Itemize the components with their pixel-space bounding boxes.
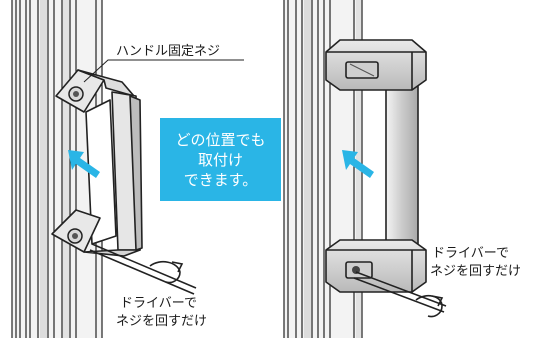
left-screw-bottom	[67, 228, 83, 244]
left-screwdriver	[89, 243, 197, 295]
right-caption-line-1: ドライバーで	[432, 246, 509, 261]
right-handle	[325, 39, 427, 293]
left-handle	[51, 69, 143, 257]
right-screwdriver	[353, 271, 447, 318]
left-screw-top	[68, 86, 84, 102]
handle-screw-callout: ハンドル固定ネジ	[116, 44, 221, 59]
badge-line-2: 取付け	[197, 151, 243, 169]
left-caption-line-1: ドライバーで	[120, 296, 197, 311]
left-caption-line-2: ネジを回すだけ	[116, 314, 208, 329]
right-push-arrow-icon	[342, 150, 374, 178]
left-push-arrow-icon	[68, 150, 100, 178]
callout-leader-line	[83, 59, 244, 83]
right-caption-line-2: ネジを回すだけ	[430, 264, 522, 279]
badge-line-1: どの位置でも	[175, 131, 266, 149]
any-position-badge: どの位置でも 取付け できます。	[160, 118, 281, 201]
badge-line-3: できます。	[183, 171, 258, 189]
